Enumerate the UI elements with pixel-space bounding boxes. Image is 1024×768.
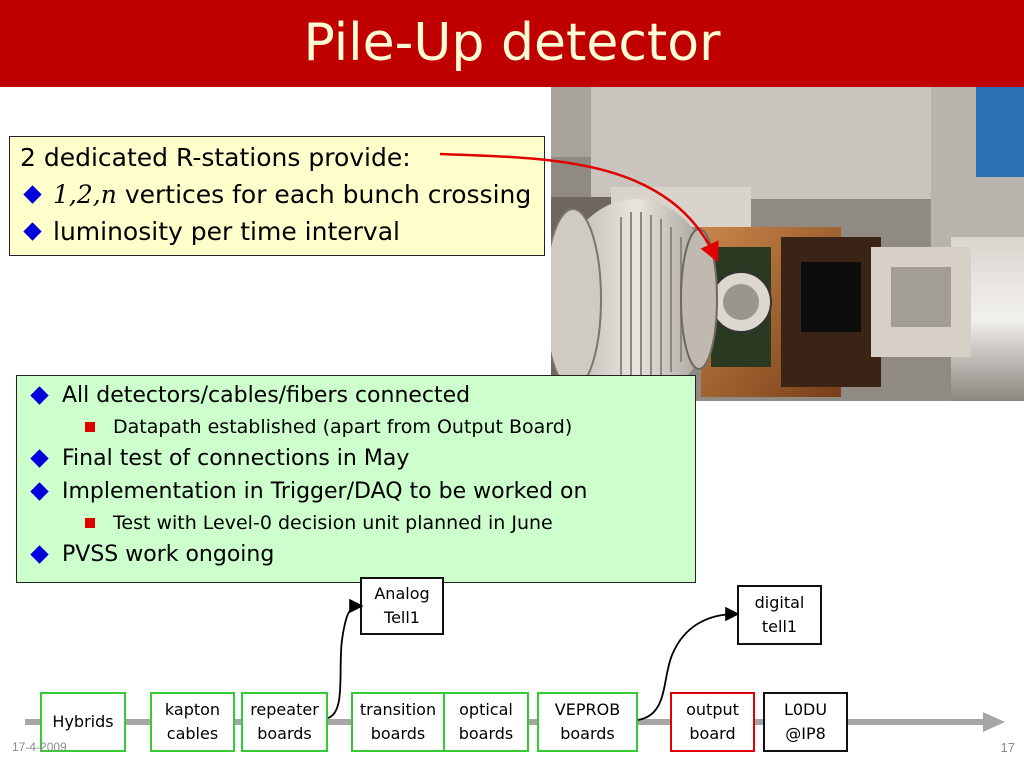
status-subitem-text: Datapath established (apart from Output … [113, 416, 573, 438]
info-bullet: 1,2,n vertices for each bunch crossing [20, 176, 544, 213]
status-item-text: All detectors/cables/fibers connected [62, 383, 471, 408]
flow-box-hybrids: Hybrids [40, 692, 126, 752]
status-item: Implementation in Trigger/DAQ to be work… [17, 475, 695, 508]
flow-box-line: Analog [374, 584, 430, 603]
square-bullet-icon [85, 518, 95, 528]
flow-box-line: boards [458, 724, 514, 743]
diamond-bullet-icon [23, 222, 42, 241]
flow-box-optical-boards: optical boards [443, 692, 529, 752]
status-item: PVSS work ongoing [17, 538, 695, 571]
flow-box-kapton-cables: kapton cables [150, 692, 235, 752]
date-footer: 17-4-2009 [12, 740, 67, 754]
detector-photo [551, 87, 1024, 401]
flow-box-line: cables [166, 724, 219, 743]
flow-box-line: tell1 [761, 617, 798, 636]
flow-box-repeater-boards: repeater boards [241, 692, 328, 752]
axis-arrowhead-icon [983, 712, 1005, 732]
math-expression: 1,2,n [53, 180, 117, 209]
bullet-text: vertices for each bunch crossing [124, 180, 532, 209]
flow-box-line: VEPROB [554, 700, 621, 719]
flow-box-line: @IP8 [785, 724, 826, 743]
flow-box-line: L0DU [783, 700, 828, 719]
diamond-bullet-icon [30, 545, 49, 564]
status-subitem: Test with Level-0 decision unit planned … [17, 508, 695, 538]
square-bullet-icon [85, 422, 95, 432]
flow-box-line: optical [459, 700, 513, 719]
flow-box-line: boards [257, 724, 312, 743]
flow-box-line: transition [359, 700, 437, 719]
flow-box-line: boards [370, 724, 426, 743]
status-item: Final test of connections in May [17, 442, 695, 475]
flow-box-line: repeater [250, 700, 319, 719]
flow-box-veprob-boards: VEPROB boards [537, 692, 638, 752]
diamond-bullet-icon [23, 185, 42, 204]
page-number: 17 [1000, 740, 1015, 755]
info-heading: 2 dedicated R-stations provide: [20, 143, 411, 172]
title-bar [0, 0, 1024, 87]
status-item-text: Implementation in Trigger/DAQ to be work… [62, 479, 588, 504]
diamond-bullet-icon [30, 482, 49, 501]
flow-box-output-board: output board [670, 692, 755, 752]
status-item-text: Final test of connections in May [62, 446, 410, 471]
flow-box-digital-tell1: digital tell1 [737, 585, 822, 645]
flow-box-line: board [689, 724, 736, 743]
flow-box-line: boards [560, 724, 615, 743]
status-subitem: Datapath established (apart from Output … [17, 412, 695, 442]
info-bullet: luminosity per time interval [20, 213, 544, 250]
status-subitem-text: Test with Level-0 decision unit planned … [113, 512, 553, 534]
diamond-bullet-icon [30, 386, 49, 405]
flow-box-line: Tell1 [384, 608, 420, 627]
diamond-bullet-icon [30, 449, 49, 468]
info-box: 2 dedicated R-stations provide: 1,2,n ve… [9, 136, 545, 256]
status-item: All detectors/cables/fibers connected [17, 379, 695, 412]
flow-box-analog-tell1: Analog Tell1 [360, 577, 444, 635]
flow-box-line: kapton [164, 700, 221, 719]
flow-box-line: Hybrids [52, 712, 114, 731]
status-item-text: PVSS work ongoing [62, 542, 275, 567]
flow-box-l0du: L0DU @IP8 [763, 692, 848, 752]
page-title: Pile-Up detector [303, 13, 721, 73]
flow-box-line: output [686, 700, 739, 719]
bullet-text: luminosity per time interval [53, 217, 400, 246]
status-box: All detectors/cables/fibers connected Da… [16, 375, 696, 583]
flow-box-transition-boards: transition boards [351, 692, 445, 752]
flow-box-line: digital [754, 593, 805, 612]
